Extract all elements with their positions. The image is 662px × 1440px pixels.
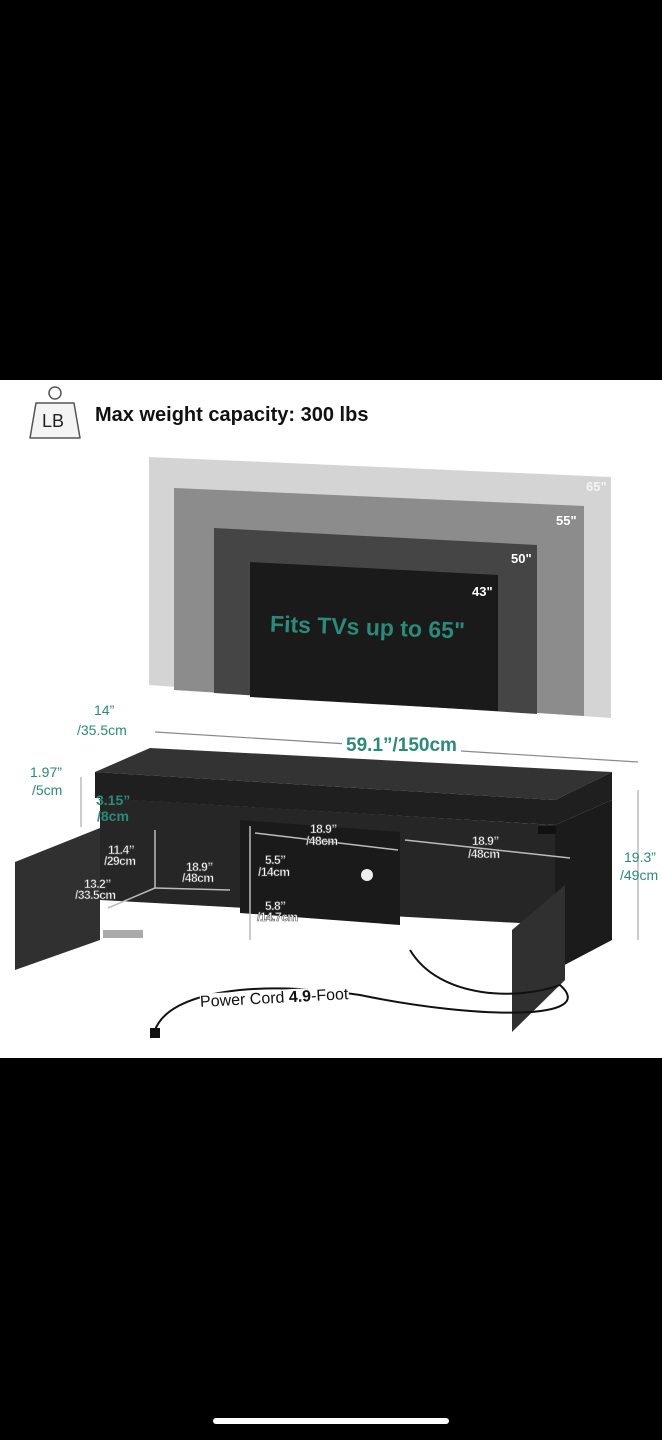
mid-width-in: 18.9” [310,822,338,836]
shelf-upper-cm: /14cm [258,865,291,879]
depth-in: 14” [94,702,115,718]
weight-icon [29,386,81,439]
gap-in: 3.15” [96,792,131,808]
tv-size-label: 43" [472,584,493,599]
top-thickness-in: 1.97” [30,764,62,780]
cab-depth-in: 13.2” [84,877,112,891]
height-cm: /49cm [620,867,659,883]
weight-capacity-text: Max weight capacity: 300 lbs [95,404,369,426]
mid-width-cm: /48cm [306,834,339,848]
shelf-lower-in: 5.8” [265,899,287,913]
cab-height-in: 11.4” [108,843,135,857]
shelf-upper-in: 5.5” [265,853,287,867]
cab-width-in: 18.9” [186,860,214,874]
home-indicator[interactable] [213,1418,449,1424]
cab-width-cm: /48cm [182,871,215,885]
tv-size-label: 65" [586,479,607,494]
tv-size-label: 55" [556,513,577,528]
tv-43 [250,562,498,711]
power-cord-length: 4.9 [288,988,312,1007]
shelf-lower-cm: /14.7cm [257,910,299,924]
power-cord-suffix: -Foot [310,986,349,1006]
tv-stand [15,731,639,1038]
gap-cm: /8cm [97,808,129,824]
tv-size-label: 50" [511,551,532,566]
weight-icon-label: LB [42,411,65,431]
cab-depth-cm: /33.5cm [75,888,117,902]
power-cord-prefix: Power Cord [199,989,290,1011]
top-thickness-cm: /5cm [32,782,63,798]
cab-height-cm: /29cm [104,854,137,868]
height-in: 19.3” [624,849,656,865]
width-dim: 59.1”/150cm [342,735,461,757]
product-image: LB Max weight capacity: 300 lbs [0,380,662,1058]
tv-size-graphic [15,457,639,1038]
depth-cm: /35.5cm [77,722,127,738]
right-width-cm: /48cm [468,847,501,861]
right-width-in: 18.9” [472,834,500,848]
